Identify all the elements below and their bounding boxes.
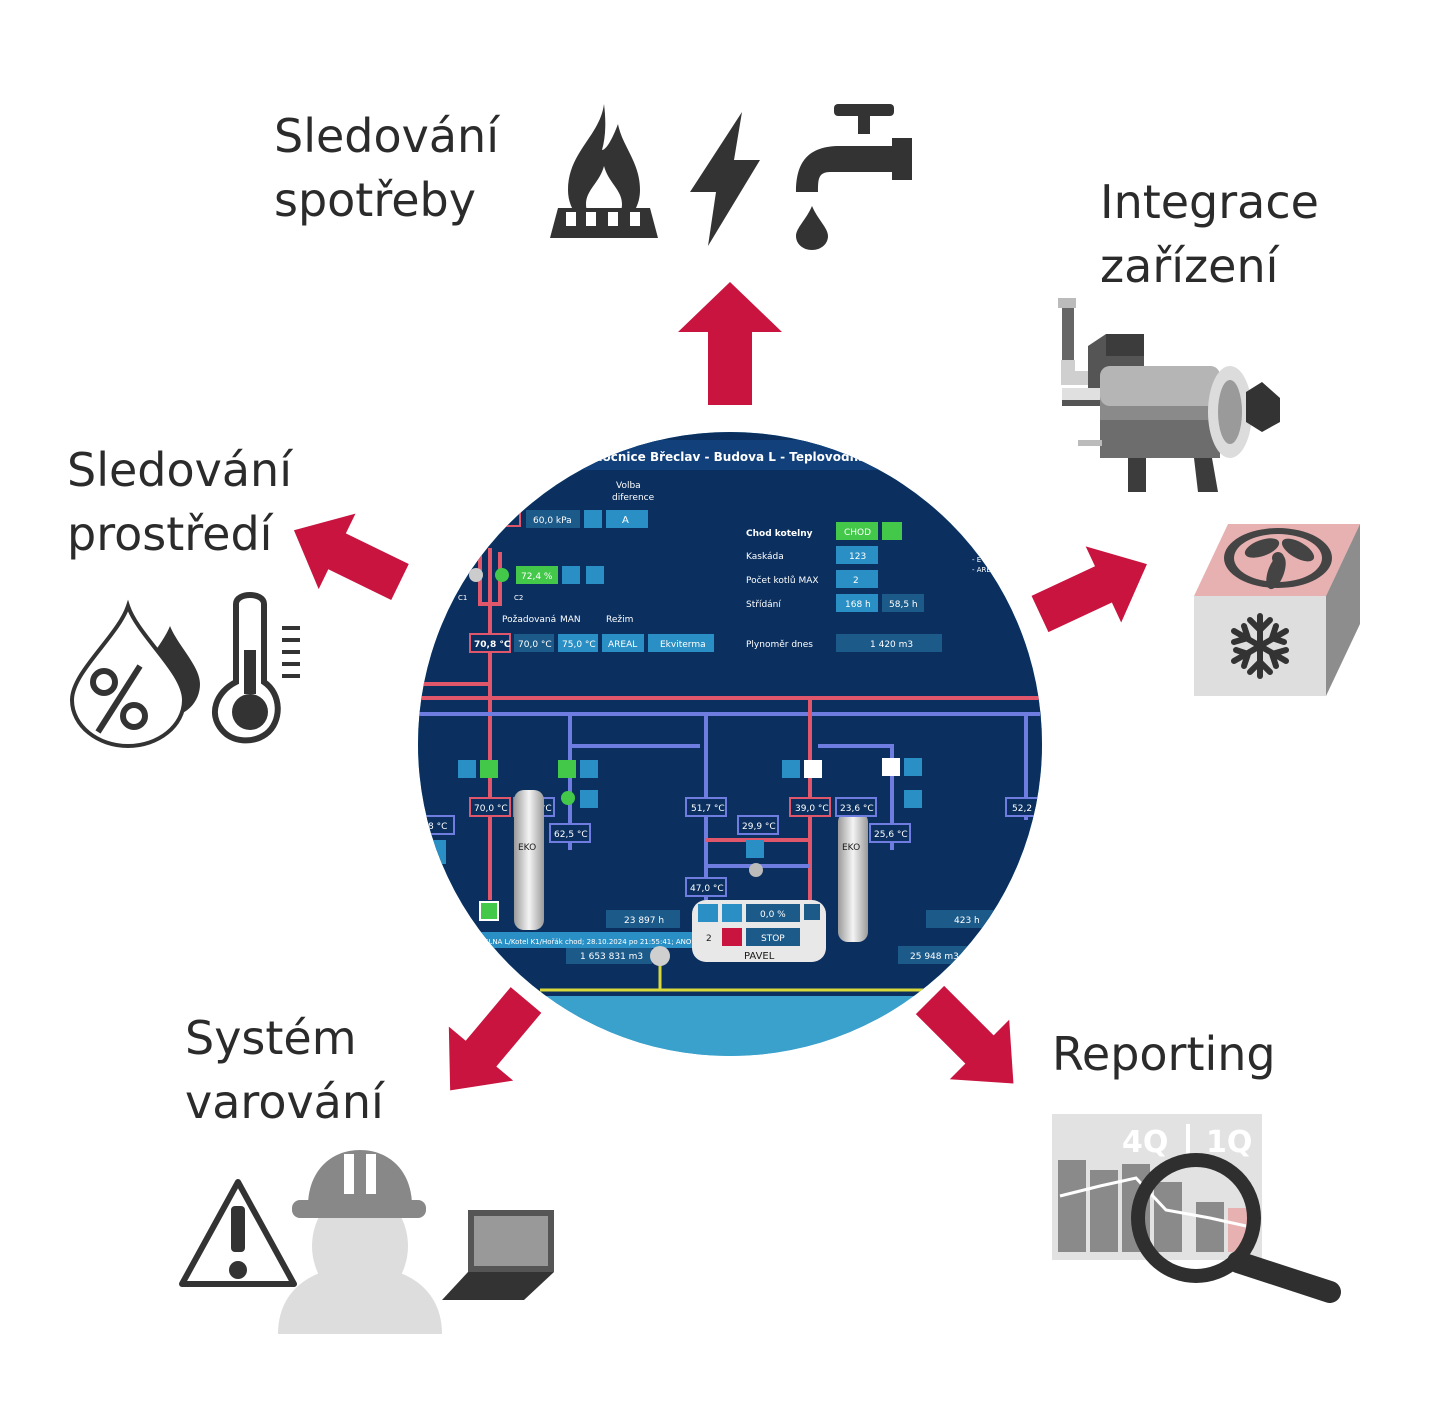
scada-screenshot: mocnice Břeclav - Budova L - Teplovodní … bbox=[418, 432, 1042, 1056]
scada-rezim-ekviterm: Ekviterma bbox=[660, 640, 706, 650]
scada-pressure: 60,0 kPa bbox=[533, 516, 572, 526]
scada-eko2: EKO bbox=[842, 843, 860, 853]
scada-hdr-man: MAN bbox=[560, 615, 581, 625]
snowflake-icon bbox=[1231, 613, 1289, 679]
laptop-icon bbox=[442, 1210, 554, 1300]
scada-hdr-pozadovana: Požadovaná bbox=[502, 615, 556, 625]
label-warning-line1: Systém bbox=[185, 1011, 357, 1065]
label-environment-line1: Sledování bbox=[67, 443, 292, 497]
scada-mode-a: A bbox=[622, 515, 629, 526]
scada-plynomer-val: 1 420 m3 bbox=[870, 640, 913, 650]
scada-pocet-val: 2 bbox=[853, 576, 859, 586]
scada-boiler-name: PAVEL bbox=[744, 951, 775, 962]
arrow-lower-left bbox=[448, 987, 542, 1091]
scada-volba-1: Volba bbox=[616, 481, 641, 491]
electricity-icon bbox=[690, 112, 760, 246]
scada-stridani-val1: 168 h bbox=[845, 600, 871, 610]
label-environment-line2: prostředí bbox=[67, 507, 273, 561]
scada-boiler-num: 2 bbox=[706, 934, 712, 944]
scada-t11: 52,2 bbox=[1012, 804, 1032, 814]
scada-volba-2: diference bbox=[612, 493, 655, 503]
scada-boiler-stop: STOP bbox=[761, 934, 785, 944]
scada-stridani-val2: 58,5 h bbox=[889, 600, 918, 610]
label-integration-line1: Integrace bbox=[1100, 175, 1319, 229]
label-reporting-line1: Reporting bbox=[1052, 1027, 1276, 1081]
scada-valve-pct: 72,4 % bbox=[521, 572, 553, 582]
label-integration-line2: zařízení bbox=[1100, 239, 1279, 293]
scada-kaskada: Kaskáda bbox=[746, 552, 784, 562]
scada-status-line: ELNA L/Kotel K1/Hořák chod; 28.10.2024 p… bbox=[484, 938, 692, 946]
scada-c1: C1 bbox=[458, 594, 467, 602]
scada-chod: CHOD bbox=[844, 528, 871, 538]
scada-chod-kotelny: Chod kotelny bbox=[746, 529, 813, 539]
scada-gas2: 25 948 m3 bbox=[910, 952, 959, 962]
scada-c2: C2 bbox=[514, 594, 523, 602]
warning-triangle-icon bbox=[179, 1179, 297, 1287]
scada-t9: 29,9 °C bbox=[742, 822, 776, 832]
label-warning-line2: varování bbox=[185, 1075, 384, 1129]
scada-hours1: 23 897 h bbox=[624, 916, 664, 926]
scada-kaskada-val: 123 bbox=[849, 552, 866, 562]
scada-stridani: Střídání bbox=[746, 600, 781, 610]
scada-pocet: Počet kotlů MAX bbox=[746, 575, 819, 586]
magnifier-icon bbox=[1131, 1153, 1261, 1283]
arrow-upper-left bbox=[293, 513, 409, 600]
label-warning: Systém varování bbox=[185, 1006, 384, 1134]
scada-boiler-pct: 0,0 % bbox=[760, 910, 786, 920]
water-tap-icon bbox=[796, 104, 912, 250]
label-consumption: Sledování spotřeby bbox=[274, 104, 499, 232]
scada-t-main: 70,8 °C bbox=[474, 640, 511, 650]
scada-t6: 39,0 °C bbox=[795, 804, 829, 814]
scada-t-req: 70,0 °C bbox=[518, 640, 552, 650]
scada-t4: 8 °C bbox=[428, 822, 447, 832]
scada-t7: 23,6 °C bbox=[840, 804, 874, 814]
label-integration: Integrace zařízení bbox=[1100, 170, 1319, 298]
scada-side2: - ARE bbox=[972, 566, 991, 574]
scada-t8: 25,6 °C bbox=[874, 830, 908, 840]
air-conditioner-icon bbox=[1194, 524, 1360, 696]
scada-rezim-areal: AREAL bbox=[608, 640, 637, 650]
report-label-1q: 1Q bbox=[1206, 1125, 1252, 1160]
report-label-4q: 4Q bbox=[1122, 1125, 1168, 1160]
scada-gas1: 1 653 831 m3 bbox=[580, 952, 643, 962]
scada-hdr-rezim: Režim bbox=[606, 615, 633, 625]
scada-plynomer: Plynoměr dnes bbox=[746, 640, 813, 650]
thermometer-icon bbox=[211, 592, 300, 744]
label-reporting: Reporting bbox=[1052, 1022, 1276, 1086]
scada-side1: - E bbox=[972, 556, 981, 564]
scada-t10: 47,0 °C bbox=[690, 884, 724, 894]
arrow-lower-right bbox=[915, 985, 1014, 1084]
humidity-icon bbox=[69, 599, 200, 749]
scada-t-man: 75,0 °C bbox=[562, 640, 596, 650]
label-environment: Sledování prostředí bbox=[67, 438, 292, 566]
scada-eko1: EKO bbox=[518, 843, 536, 853]
label-consumption-line2: spotřeby bbox=[274, 173, 476, 227]
scada-hours2: 423 h bbox=[954, 916, 980, 926]
scada-title: mocnice Břeclav - Budova L - Teplovodní … bbox=[590, 450, 882, 464]
arrow-upper-right bbox=[1031, 546, 1147, 633]
worker-icon bbox=[278, 1150, 442, 1334]
gas-flame-icon bbox=[550, 104, 658, 238]
label-consumption-line1: Sledování bbox=[274, 109, 499, 163]
report-chart-icon: 4Q 1Q bbox=[1052, 1114, 1341, 1303]
scada-t1: 70,0 °C bbox=[474, 804, 508, 814]
pump-icon bbox=[1058, 298, 1280, 492]
scada-t5: 51,7 °C bbox=[691, 804, 725, 814]
arrow-up bbox=[678, 282, 782, 405]
scada-t3: 62,5 °C bbox=[554, 830, 588, 840]
